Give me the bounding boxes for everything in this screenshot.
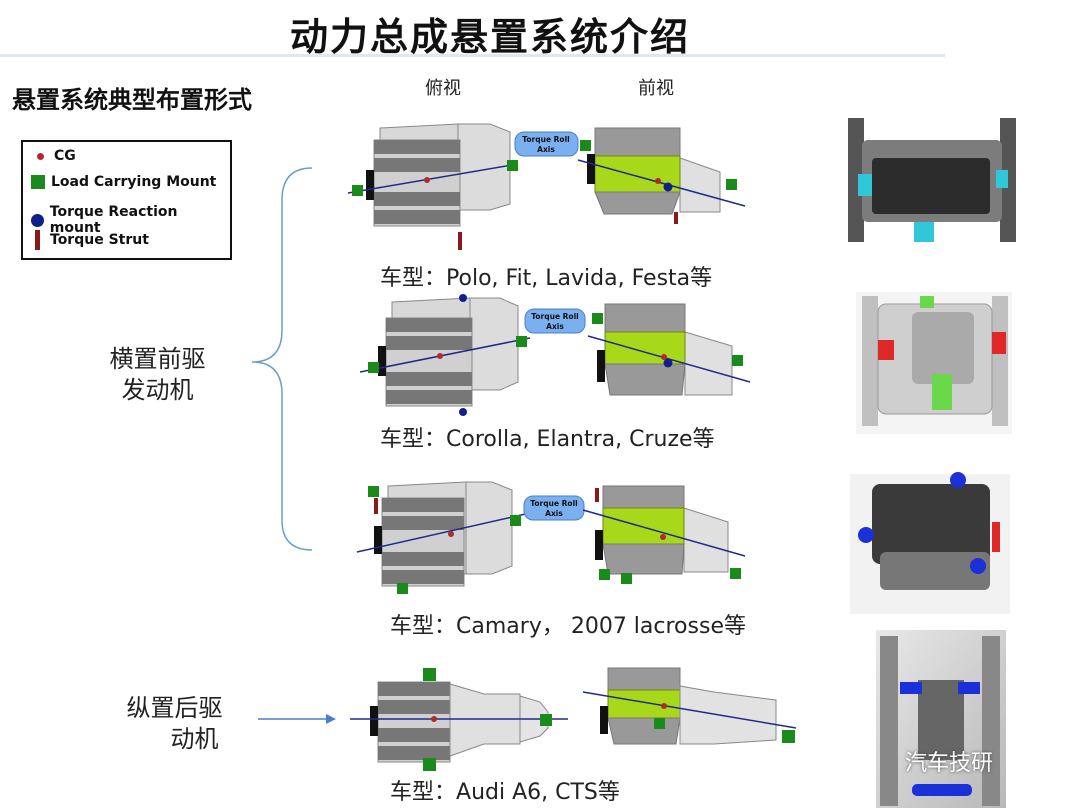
torque-mount-dot-icon xyxy=(31,213,44,227)
row4-top-view xyxy=(350,668,568,771)
page-title: 动力总成悬置系统介绍 xyxy=(289,15,690,59)
group-longitudinal-line1: 纵置后驱 xyxy=(126,694,223,722)
row1-model-list: Polo, Fit, Lavida, Festa等 xyxy=(446,266,713,291)
title-divider xyxy=(0,54,945,57)
group-transverse-line1: 横置前驱 xyxy=(109,345,206,373)
photo-row1 xyxy=(846,116,1018,254)
watermark: 汽车技研 xyxy=(905,751,994,776)
row3-top-view xyxy=(356,481,531,594)
row4-models: 车型：Audi A6, CTS等 xyxy=(390,774,620,806)
row3-front-view xyxy=(582,485,746,584)
row1-axis-text-1: Torque Roll xyxy=(522,135,569,144)
row4-front-view xyxy=(582,667,797,745)
row2-model-prefix: 车型： xyxy=(380,427,447,452)
row4-model-list: Audi A6, CTS等 xyxy=(456,780,620,805)
row1-models: 车型：Polo, Fit, Lavida, Festa等 xyxy=(380,260,712,292)
row1-axis-bubble: Torque Roll Axis xyxy=(514,131,579,157)
row1-model-prefix: 车型： xyxy=(380,266,447,291)
arrow-head-icon xyxy=(326,714,336,724)
row1-front-view xyxy=(577,127,746,224)
legend-torque-strut: Torque Strut xyxy=(31,230,149,250)
legend-torque-mount-label: Torque Reaction mount xyxy=(49,204,178,236)
row3-axis-text-1: Torque Roll xyxy=(530,499,577,508)
legend-cg-label: CG xyxy=(54,148,76,164)
row3-model-prefix: 车型： xyxy=(390,614,457,639)
torque-strut-bar-icon xyxy=(35,230,40,250)
row1-top-view xyxy=(347,123,518,250)
legend-box: CG Load Carrying Mount Torque Reaction m… xyxy=(21,140,232,260)
row2-model-list: Corolla, Elantra, Cruze等 xyxy=(446,427,715,452)
group-brace xyxy=(251,167,313,551)
cg-dot-icon xyxy=(37,152,44,160)
row2-axis-bubble: Torque Roll Axis xyxy=(524,308,586,334)
row2-axis-text-1: Torque Roll xyxy=(531,312,578,321)
row2-axis-text-2: Axis xyxy=(546,322,564,331)
legend-load-mount-label: Load Carrying Mount xyxy=(51,174,217,190)
group-longitudinal-label: 纵置后驱 动机 xyxy=(112,693,237,755)
row4-model-prefix: 车型： xyxy=(390,780,457,805)
row2-front-view xyxy=(587,303,751,396)
row1-axis-text-2: Axis xyxy=(537,145,555,154)
row3-model-list: Camary， 2007 lacrosse等 xyxy=(456,614,746,639)
section-subtitle: 悬置系统典型布置形式 xyxy=(12,86,252,114)
legend-torque-strut-label: Torque Strut xyxy=(50,232,149,248)
group-transverse-line2: 发动机 xyxy=(121,376,194,404)
row2-models: 车型：Corolla, Elantra, Cruze等 xyxy=(380,421,715,453)
group-longitudinal-line2: 动机 xyxy=(170,725,219,753)
legend-cg: CG xyxy=(31,148,76,164)
row3-models: 车型：Camary， 2007 lacrosse等 xyxy=(390,608,746,640)
load-mount-square-icon xyxy=(31,175,45,189)
row3-axis-text-2: Axis xyxy=(545,509,563,518)
photo-row4 xyxy=(876,630,1006,808)
legend-load-mount: Load Carrying Mount xyxy=(31,174,216,190)
photo-row3 xyxy=(850,472,1010,614)
front-view-label: 前视 xyxy=(638,78,674,99)
photo-row2 xyxy=(856,292,1012,434)
row3-axis-bubble: Torque Roll Axis xyxy=(523,495,585,521)
top-view-label: 俯视 xyxy=(425,78,461,99)
legend-torque-mount: Torque Reaction mount xyxy=(31,204,230,236)
row2-top-view xyxy=(359,294,531,416)
group-transverse-label: 横置前驱 发动机 xyxy=(100,344,215,406)
